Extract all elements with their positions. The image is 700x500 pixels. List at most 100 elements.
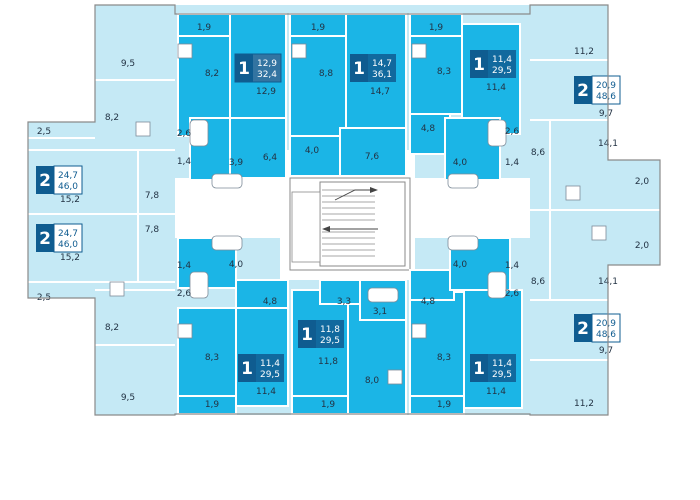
bathtub-icon (211, 173, 243, 189)
apartment-badge: 1 12,9 32,4 (234, 53, 282, 83)
bathtub-icon (189, 119, 209, 147)
area-label: 12,9 (256, 87, 276, 97)
area-label: 8,6 (531, 277, 546, 287)
area-label: 3,1 (373, 307, 387, 317)
area-label: 8,3 (437, 353, 451, 363)
badge-total: 29,5 (260, 370, 280, 380)
badge-living: 14,7 (372, 59, 392, 69)
stove-icon (291, 43, 307, 59)
area-label: 1,4 (505, 261, 520, 271)
area-label: 4,0 (305, 146, 320, 156)
room-r48 (409, 291, 465, 397)
badge-living: 11,4 (492, 359, 512, 369)
stove-icon (177, 43, 193, 59)
badge-living: 11,8 (320, 325, 340, 335)
area-label: 4,0 (453, 158, 468, 168)
apartment-badge: 1 11,8 29,5 (298, 320, 344, 348)
badge-living: 24,7 (58, 171, 78, 181)
area-label: 1,9 (197, 23, 212, 33)
bathtub-icon (447, 235, 479, 251)
stove-icon (177, 323, 193, 339)
apartment-badges: 1 12,9 32,4 1 14,7 36,1 1 11,4 29,5 2 20… (36, 50, 621, 382)
area-label: 1,9 (311, 23, 326, 33)
area-label: 7,6 (365, 152, 380, 162)
room-r39 (177, 307, 237, 397)
arrow-head-icon (322, 226, 330, 232)
area-label: 4,0 (453, 260, 468, 270)
area-label: 2,0 (635, 241, 650, 251)
bathtub-icon (447, 173, 479, 189)
one-room-flats (177, 13, 523, 415)
area-label: 8,0 (365, 376, 380, 386)
stove-icon (135, 121, 151, 137)
area-label: 4,8 (421, 297, 436, 307)
area-label: 4,8 (421, 124, 436, 134)
area-label: 14,7 (370, 87, 390, 97)
area-label: 3,9 (229, 158, 244, 168)
area-label: 2,6 (177, 289, 192, 299)
room-r22 (339, 127, 407, 177)
badge-rooms: 1 (301, 325, 313, 345)
apartment-badge: 2 24,7 46,0 (36, 165, 83, 195)
bathtub-icon (211, 235, 243, 251)
apartment-badge: 1 11,4 29,5 (470, 50, 516, 78)
area-labels: 1,9 8,2 12,9 1,9 8,8 14,7 1,9 8,3 11,4 1… (37, 23, 650, 410)
area-label: 2,5 (37, 127, 51, 137)
building-outline (27, 4, 661, 416)
area-label: 3,3 (337, 297, 351, 307)
area-label: 2,6 (177, 129, 192, 139)
arrow-head-icon (370, 187, 378, 193)
badge-living: 11,4 (492, 55, 512, 65)
badge-total: 46,0 (58, 240, 78, 250)
bathtub-icon (367, 287, 399, 303)
badge-total: 36,1 (372, 70, 392, 80)
area-label: 8,6 (531, 148, 546, 158)
badge-total: 29,5 (320, 336, 340, 346)
apartment-badge: 1 14,7 36,1 (350, 54, 396, 82)
bathtub-icon (189, 271, 209, 299)
shell-west-wing (28, 122, 175, 298)
area-label: 6,4 (263, 153, 278, 163)
stove-icon (387, 369, 403, 385)
area-label: 11,4 (486, 387, 506, 397)
badge-total: 29,5 (492, 66, 512, 76)
stair-arrow-up (334, 189, 370, 201)
badge-total: 32,4 (257, 70, 277, 80)
badge-rooms: 2 (577, 81, 589, 101)
bathtub-icon (487, 271, 507, 299)
badge-rooms: 1 (473, 359, 485, 379)
area-label: 2,6 (505, 289, 520, 299)
area-label: 9,5 (121, 393, 135, 403)
two-room-walls (28, 59, 660, 361)
area-label: 1,4 (505, 158, 520, 168)
area-label: 4,8 (263, 297, 278, 307)
stove-icon (565, 185, 581, 201)
area-label: 8,2 (205, 69, 219, 79)
badge-total: 48,6 (596, 330, 616, 340)
area-label: 8,2 (105, 323, 119, 333)
badge-total: 46,0 (58, 182, 78, 192)
room-r42 (319, 279, 361, 305)
badge-total: 48,6 (596, 92, 616, 102)
area-label: 1,9 (437, 400, 452, 410)
room-r24 (444, 117, 501, 181)
badge-living: 20,9 (596, 319, 616, 329)
area-label: 8,3 (205, 353, 219, 363)
badge-rooms: 1 (473, 55, 485, 75)
area-label: 11,4 (256, 387, 276, 397)
area-label: 11,2 (574, 399, 594, 409)
room-r9 (461, 23, 521, 135)
badge-living: 12,9 (257, 59, 277, 69)
area-label: 1,9 (321, 400, 336, 410)
area-label: 15,2 (60, 253, 80, 263)
badge-rooms: 2 (577, 319, 589, 339)
area-label: 9,5 (121, 59, 135, 69)
room-r47 (409, 269, 455, 301)
area-label: 8,3 (437, 67, 451, 77)
area-label: 11,2 (574, 47, 594, 57)
area-label: 2,0 (635, 177, 650, 187)
area-label: 2,6 (505, 127, 520, 137)
stove-icon (109, 281, 125, 297)
apartment-badge: 1 11,4 29,5 (238, 354, 284, 382)
